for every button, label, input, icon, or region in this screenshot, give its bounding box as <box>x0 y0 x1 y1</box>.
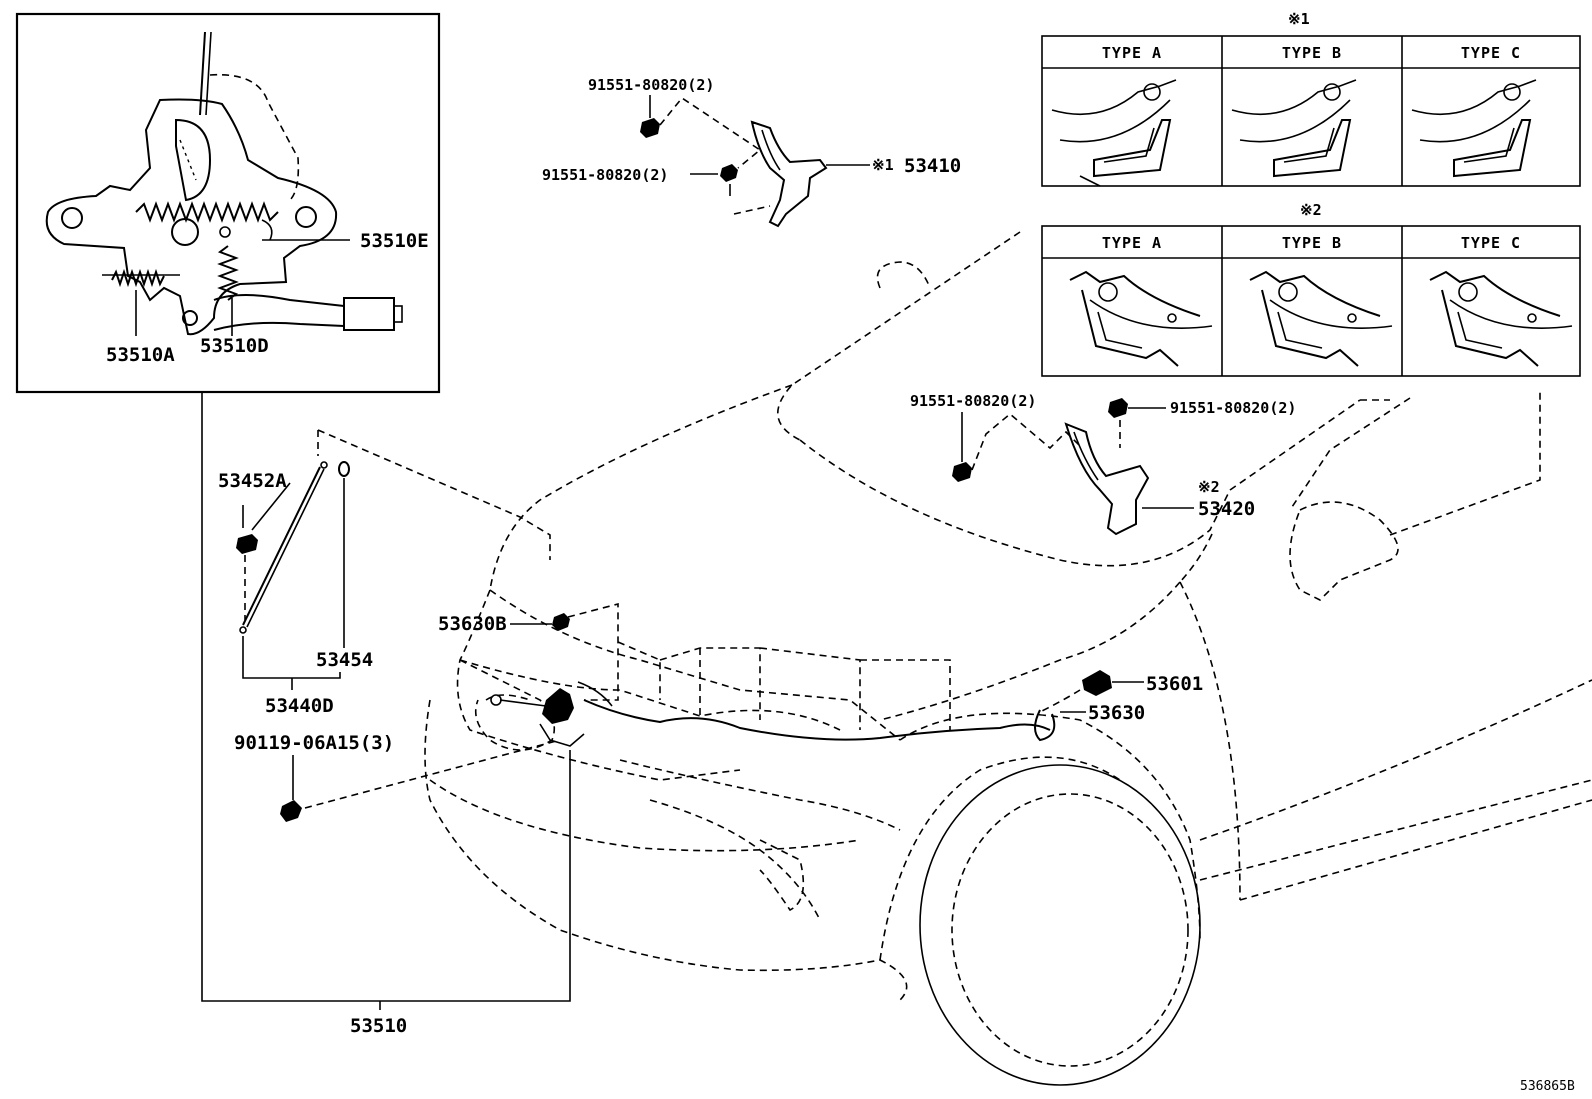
ref-mark-2: ※2 <box>1198 478 1220 496</box>
rod-grommet <box>338 461 350 477</box>
hood-support-group: 53510 53452A 53454 53440D 90119-06A15(3) <box>201 392 571 1037</box>
label-53510D: 53510D <box>200 335 269 357</box>
hood-lock-installed: 53630B 53601 53630 <box>438 602 1203 747</box>
latch-hook <box>175 118 212 202</box>
hood-outline <box>489 384 793 591</box>
hinge-bolt-c <box>952 462 972 482</box>
type-table-1-sketch-c <box>1411 79 1537 178</box>
spring-53510D <box>217 245 239 301</box>
label-53454: 53454 <box>316 649 373 671</box>
side-mirror <box>1289 501 1399 601</box>
vehicle-outline <box>424 231 1592 1086</box>
front-wheel <box>919 764 1201 1086</box>
hinge-bolt-d <box>1108 398 1128 418</box>
label-53630B: 53630B <box>438 613 507 635</box>
label-91551-c: 91551-80820(2) <box>910 392 1036 410</box>
hood-lock-53510 <box>542 688 574 724</box>
type-table-1-sketch-a <box>1051 79 1177 187</box>
hinge-bolt-b <box>720 164 738 182</box>
type-table-1-type-c: TYPE C <box>1461 44 1521 62</box>
type-table-2-type-a: TYPE A <box>1102 234 1162 252</box>
mounting-hole-left <box>61 207 83 229</box>
bumper-outline <box>424 699 908 1001</box>
label-91551-a: 91551-80820(2) <box>588 76 714 94</box>
bolt-90119 <box>280 800 302 822</box>
label-90119: 90119-06A15(3) <box>234 732 394 754</box>
hood-hinge-rh: 91551-80820(2) 91551-80820(2) ※1 53410 <box>542 76 961 228</box>
release-rod <box>199 31 206 116</box>
hinge-bolt-a <box>640 118 660 138</box>
type-table-2-type-b: TYPE B <box>1282 234 1342 252</box>
spring-53510A <box>111 268 165 288</box>
label-53440D: 53440D <box>265 695 334 717</box>
label-53601: 53601 <box>1146 673 1203 695</box>
illustration-code: 536865B <box>1520 1079 1575 1094</box>
inset-frame <box>15 12 441 394</box>
hinge-53410 <box>750 120 828 228</box>
lock-connector <box>343 297 395 331</box>
label-91551-d: 91551-80820(2) <box>1170 399 1296 417</box>
lock-plate <box>45 98 338 336</box>
hinge-53420 <box>1064 422 1150 536</box>
type-table-1-heading: ※1 <box>1288 10 1310 28</box>
rod-holder-clip <box>236 534 258 554</box>
label-53630: 53630 <box>1088 702 1145 724</box>
label-53410: 53410 <box>904 155 961 177</box>
type-table-1-sketch-b <box>1231 79 1357 178</box>
fender-outline <box>899 712 1201 941</box>
label-53510E: 53510E <box>360 230 429 252</box>
label-53510A: 53510A <box>106 344 175 366</box>
type-table-1-type-a: TYPE A <box>1102 44 1162 62</box>
hood-lock-detail-inset: 53510E 53510A 53510D <box>15 12 441 394</box>
release-cable-53630 <box>583 699 1051 741</box>
type-table-2-sketch-a <box>1069 270 1213 367</box>
type-table-2-sketch-b <box>1249 270 1393 367</box>
latch-pivot <box>171 218 199 246</box>
type-table-2-heading: ※2 <box>1300 201 1322 219</box>
spring-53510E <box>135 201 279 223</box>
label-53510: 53510 <box>350 1015 407 1037</box>
hood-support-rod <box>242 466 321 626</box>
label-91551-b: 91551-80820(2) <box>542 166 668 184</box>
type-table-1-type-b: TYPE B <box>1282 44 1342 62</box>
type-table-2-sketch-c <box>1429 270 1573 367</box>
type-table-1: ※1 TYPE A TYPE B TYPE C <box>1041 10 1581 187</box>
ref-mark-1: ※1 <box>872 156 894 174</box>
mounting-hole-right <box>295 206 317 228</box>
bracket-53510 <box>201 392 571 1002</box>
label-53452A: 53452A <box>218 470 287 492</box>
label-53420: 53420 <box>1198 498 1255 520</box>
cable-clamp-53630B <box>552 613 570 631</box>
type-table-2: ※2 TYPE A TYPE B TYPE C <box>1041 201 1581 377</box>
hood-hinge-lh: 91551-80820(2) 91551-80820(2) ※2 53420 <box>910 392 1296 536</box>
release-lever-53601 <box>1082 670 1112 696</box>
lock-cable <box>213 294 345 307</box>
type-table-2-type-c: TYPE C <box>1461 234 1521 252</box>
